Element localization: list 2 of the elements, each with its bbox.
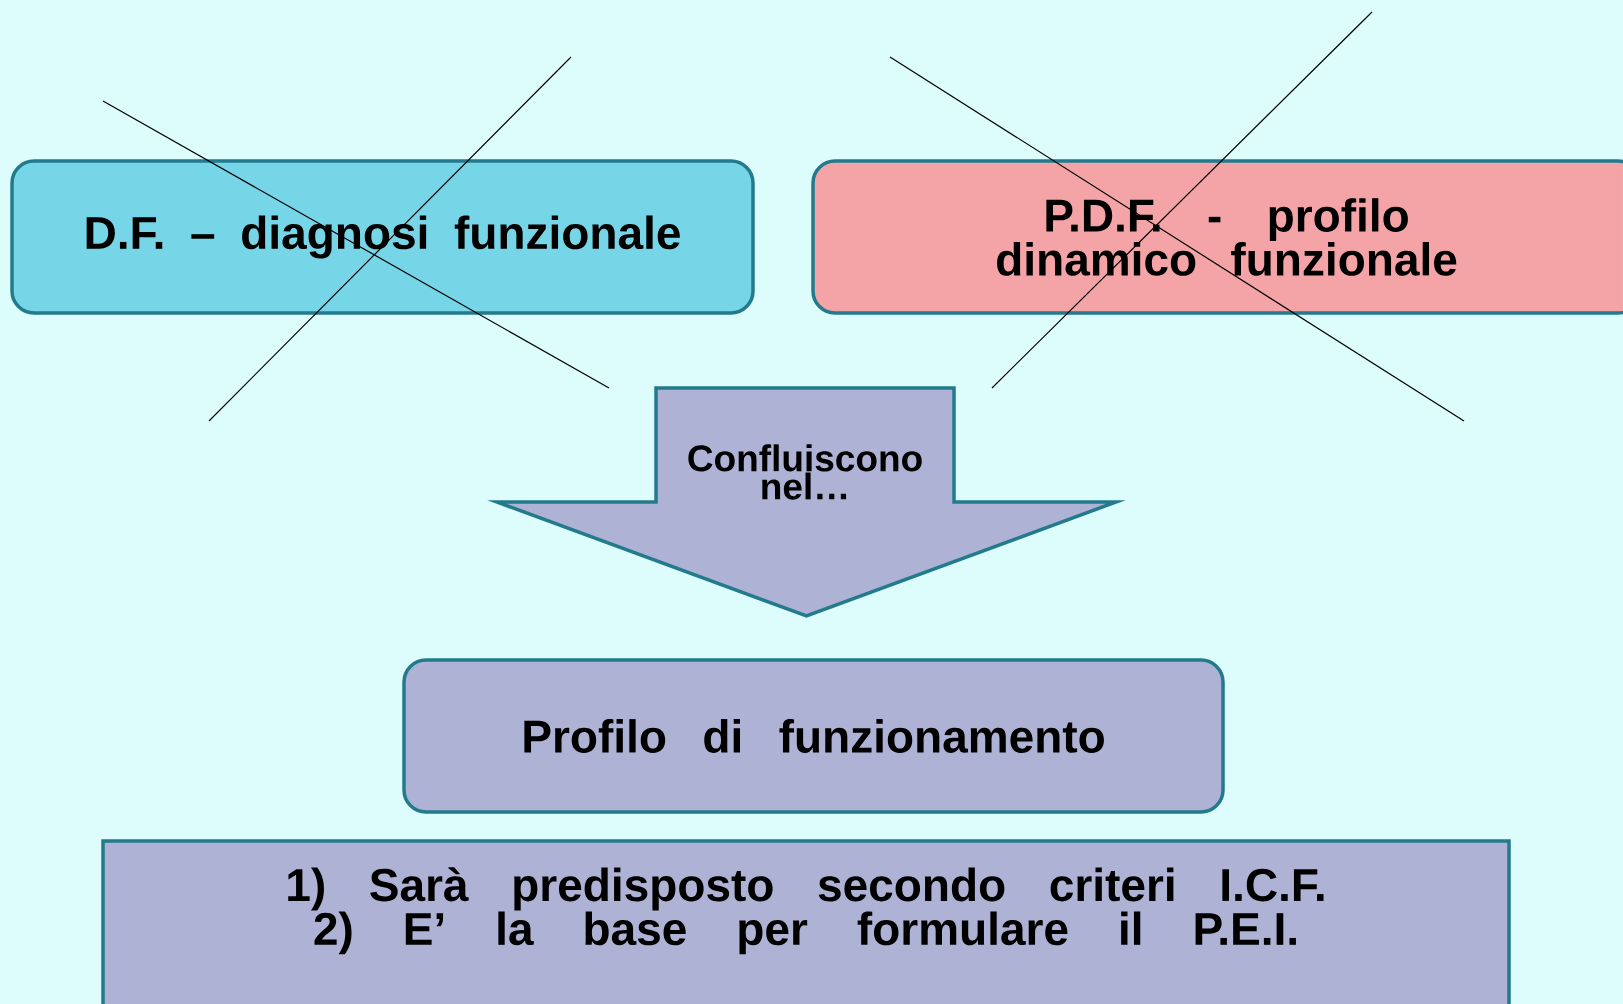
rounded-box: Profilo di funzionamento xyxy=(402,658,1225,814)
text-box: 1) Sarà predisposto secondo criteri I.C.F. 2) E’ la base per formulare il P.E.I. xyxy=(101,839,1511,1004)
